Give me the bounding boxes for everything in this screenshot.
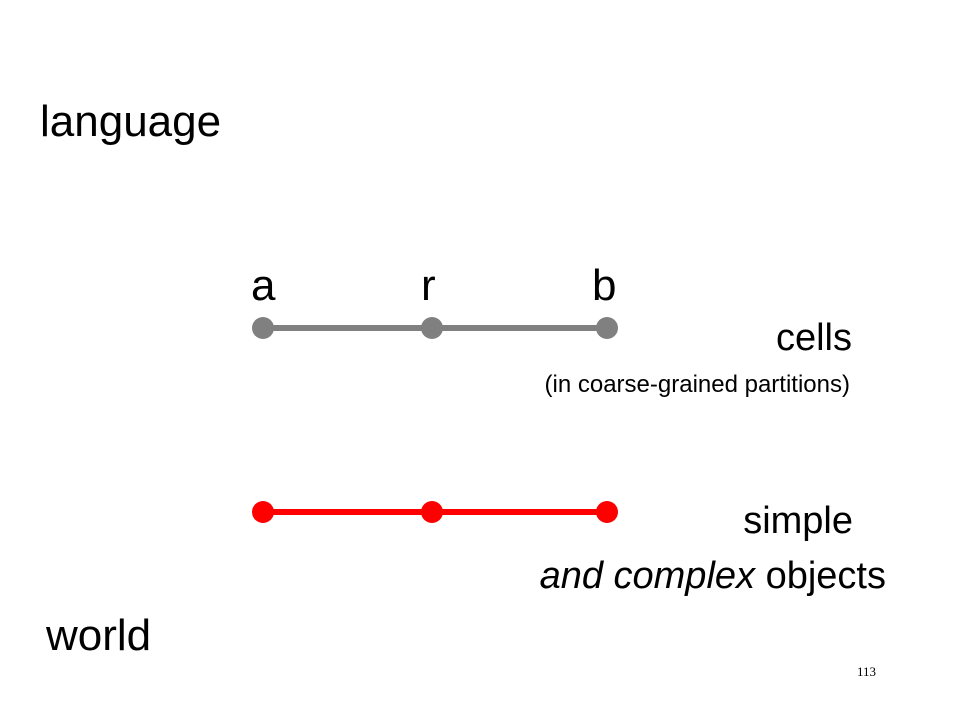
- language-level-relation: [252, 317, 618, 339]
- language-node-b: [596, 317, 618, 339]
- cells-note: (in coarse-grained partitions): [544, 371, 850, 398]
- node-b-label: b: [592, 261, 617, 310]
- language-label: language: [40, 97, 222, 146]
- page-number: 113: [857, 664, 877, 679]
- language-node-r: [421, 317, 443, 339]
- world-node-r: [421, 501, 443, 523]
- objects-text: objects: [755, 555, 886, 597]
- complex-italic-text: and complex: [539, 555, 756, 597]
- world-node-b: [596, 501, 618, 523]
- world-node-a: [252, 501, 274, 523]
- world-label: world: [46, 611, 152, 660]
- complex-objects-label: and complex objects: [540, 557, 886, 595]
- cells-label: cells: [775, 317, 852, 359]
- simple-label: simple: [743, 500, 853, 542]
- language-node-a: [252, 317, 274, 339]
- world-level-relation: [252, 501, 618, 523]
- node-a-label: a: [251, 261, 276, 310]
- node-r-label: r: [421, 261, 436, 310]
